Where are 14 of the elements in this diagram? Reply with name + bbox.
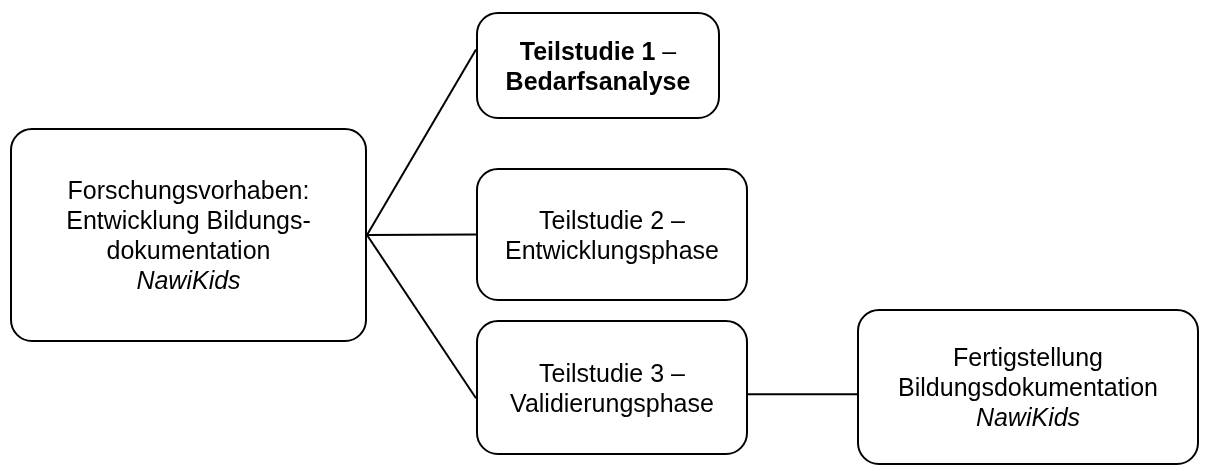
connector-line	[747, 393, 858, 396]
connector-line	[366, 48, 477, 236]
box-text: Forschungsvorhaben: Entwicklung Bildungs-dokumentation NawiKids	[65, 175, 312, 295]
process-box	[857, 309, 1199, 465]
process-box	[476, 168, 748, 301]
box-text: Teilstudie 3 – Validierungsphase	[509, 357, 715, 418]
connector-line	[366, 233, 477, 236]
box-text: Teilstudie 2 – Entwicklungsphase	[504, 204, 720, 265]
box-text: Fertigstellung Bildungsdokumentation NawiKids	[897, 342, 1159, 432]
process-box	[476, 12, 720, 119]
process-box	[476, 320, 748, 455]
process-box	[10, 128, 367, 342]
box-text: Teilstudie 1 – Bedarfsanalyse	[504, 35, 692, 96]
connector-line	[366, 234, 477, 400]
